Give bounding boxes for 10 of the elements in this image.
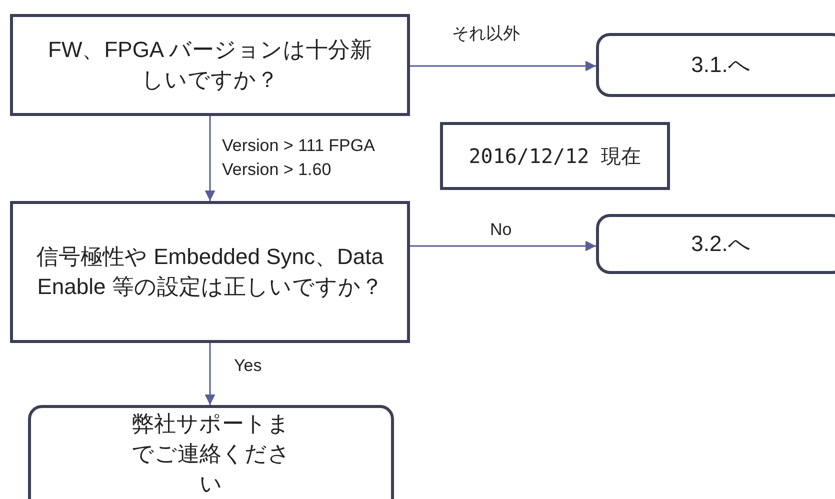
process-box: 3.2.へ: [596, 214, 835, 274]
terminal-box: 弊社サポートまでご連絡ください: [28, 405, 394, 499]
arrow: [410, 60, 596, 72]
decision-box: FW、FPGA バージョンは十分新しいですか？: [10, 14, 410, 116]
note-box: 2016/12/12 現在: [440, 122, 670, 190]
arrow: [204, 343, 216, 405]
process-box: 3.1.へ: [596, 33, 835, 97]
arrow: [204, 116, 216, 201]
arrow: [410, 240, 596, 252]
decision-box: 信号極性や Embedded Sync、Data Enable 等の設定は正しいですか？: [10, 201, 410, 343]
